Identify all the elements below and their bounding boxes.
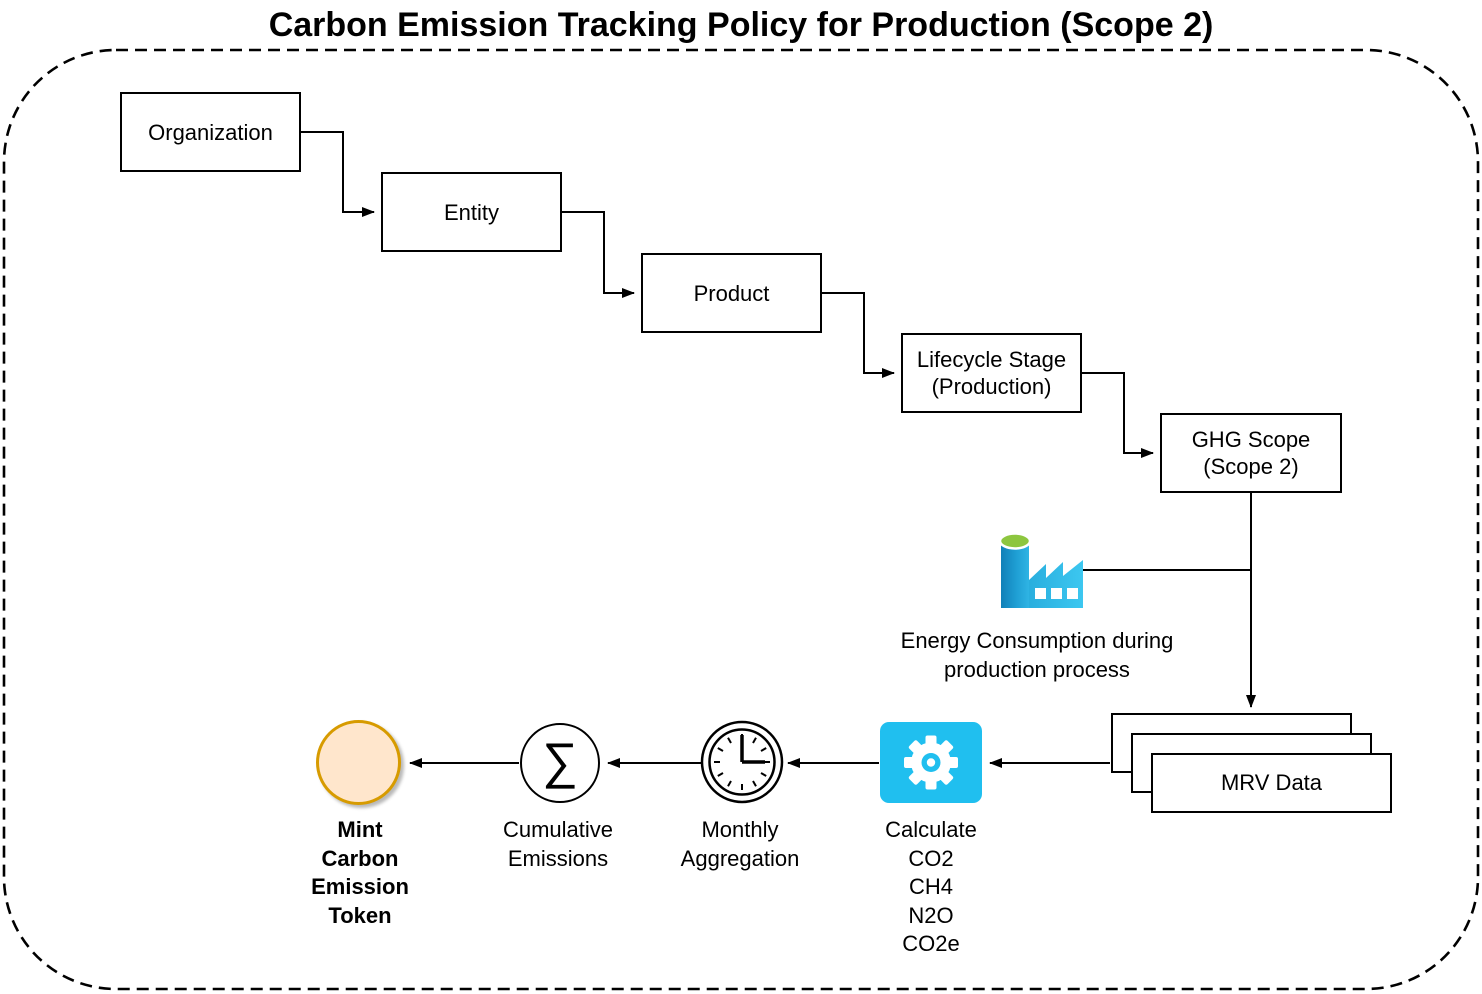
cumulative-emissions-label: Cumulative Emissions <box>502 817 614 871</box>
gear-icon <box>880 722 982 803</box>
node-organization-label: Organization <box>148 119 273 145</box>
node-lifecycle-stage-label: Lifecycle Stage (Production) <box>916 347 1067 399</box>
monthly-aggregation-label: Monthly Aggregation <box>680 817 800 871</box>
mint-token-label: Mint Carbon Emission Token <box>311 817 409 928</box>
node-ghg-scope: GHG Scope (Scope 2) <box>1160 413 1342 493</box>
mrv-data-label: MRV Data <box>1220 770 1323 795</box>
node-product: Product <box>641 253 822 333</box>
node-entity-label: Entity <box>443 199 500 225</box>
hierarchy-connectors <box>301 131 1256 708</box>
factory-icon <box>998 532 1083 608</box>
sigma-icon: ∑ <box>520 723 600 803</box>
node-lifecycle-stage: Lifecycle Stage (Production) <box>901 333 1082 413</box>
clock-icon <box>700 720 784 804</box>
node-ghg-scope-label: GHG Scope (Scope 2) <box>1191 427 1311 479</box>
node-organization: Organization <box>120 92 301 172</box>
mrv-sheet-front: MRV Data <box>1151 753 1392 813</box>
calculate-label: Calculate CO2 CH4 N2O CO2e <box>885 817 977 956</box>
energy-consumption-label: Energy Consumption during production pro… <box>900 628 1174 682</box>
token-circle <box>316 720 401 805</box>
diagram-title: Carbon Emission Tracking Policy for Prod… <box>268 6 1214 44</box>
node-product-label: Product <box>693 280 770 306</box>
node-entity: Entity <box>381 172 562 252</box>
sigma-glyph: ∑ <box>542 733 578 789</box>
